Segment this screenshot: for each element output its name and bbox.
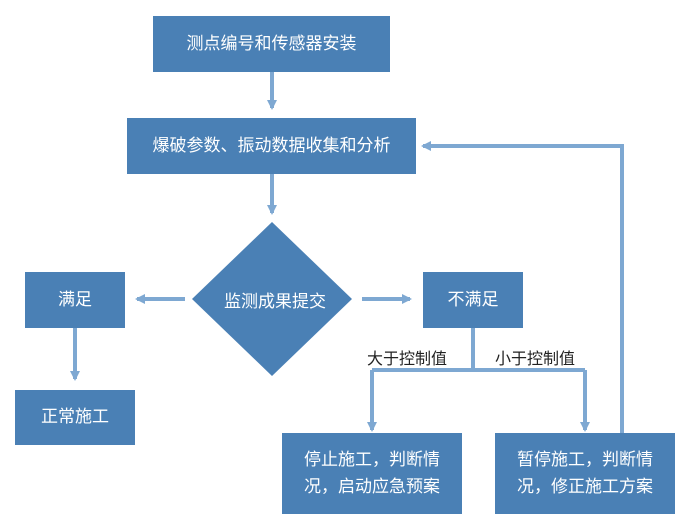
node-submit-label: 监测成果提交 <box>224 291 326 312</box>
node-normal: 正常施工 <box>15 390 135 445</box>
edge-label-less: 小于控制值 <box>495 349 576 368</box>
node-emergency: 停止施工，判断情况，启动应急预案 <box>282 433 462 514</box>
edge-label-greater: 大于控制值 <box>367 349 448 368</box>
feedback-arrow-revise-to-analysis <box>421 141 624 433</box>
decision-diamond <box>192 222 352 376</box>
node-satisfied: 满足 <box>25 272 125 328</box>
node-analysis: 爆破参数、振动数据收集和分析 <box>127 118 416 174</box>
node-install: 测点编号和传感器安装 <box>153 16 390 72</box>
node-revise: 暂停施工，判断情况，修正施工方案 <box>495 433 675 514</box>
node-not-satisfied: 不满足 <box>423 272 523 328</box>
